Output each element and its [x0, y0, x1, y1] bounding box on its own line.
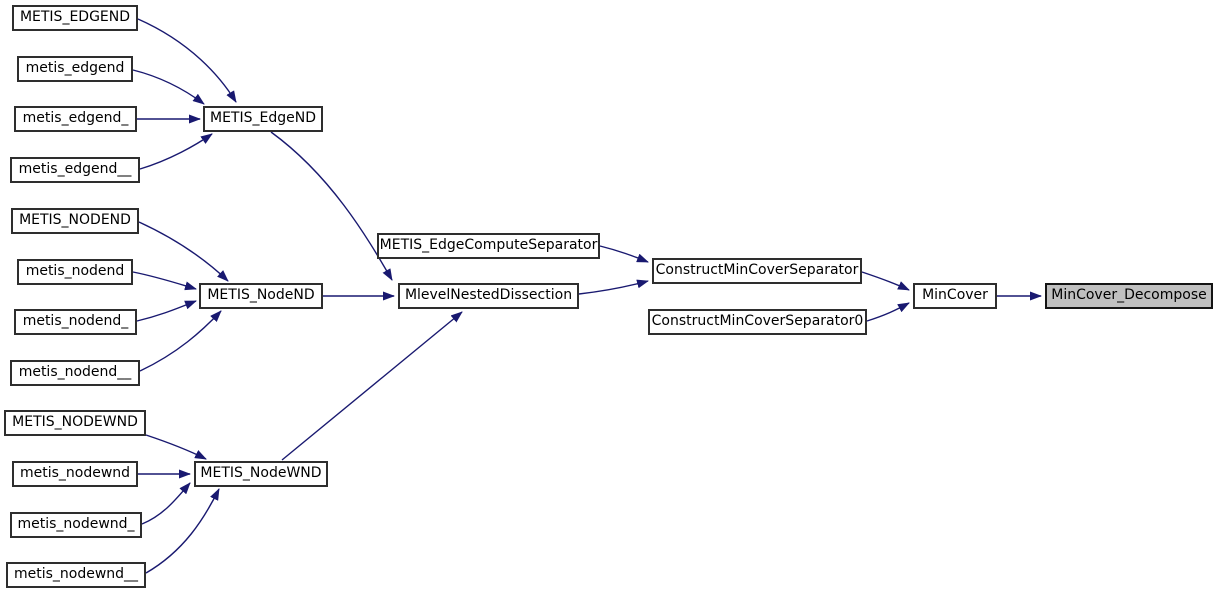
- node-label: METIS_EdgeComputeSeparator: [379, 237, 598, 253]
- node-label: METIS_NODEWND: [12, 414, 138, 430]
- node-metis_edgend__[interactable]: metis_edgend__: [10, 157, 140, 183]
- edge-METIS_NODEND-to-METIS_NodeND: [138, 221, 229, 282]
- edge-ConstructMinCoverSeparator-to-MinCover: [861, 271, 910, 291]
- node-label: metis_nodend: [25, 263, 125, 279]
- edge-metis_nodend__-to-METIS_NodeND: [139, 310, 222, 372]
- node-METIS_EDGEND[interactable]: METIS_EDGEND: [12, 5, 138, 31]
- node-metis_nodewnd__[interactable]: metis_nodewnd__: [6, 562, 146, 588]
- node-metis_nodend__[interactable]: metis_nodend__: [10, 360, 140, 386]
- node-METIS_NODEND[interactable]: METIS_NODEND: [11, 208, 139, 234]
- node-label: metis_nodend__: [18, 364, 132, 380]
- node-label: metis_edgend_: [22, 110, 129, 126]
- edge-METIS_EDGEND-to-METIS_EdgeND: [137, 18, 237, 103]
- node-metis_nodend[interactable]: metis_nodend: [17, 259, 133, 285]
- node-label: METIS_NodeND: [207, 287, 315, 303]
- edge-ConstructMinCoverSeparator0-to-MinCover: [866, 302, 910, 322]
- node-label: metis_edgend: [25, 60, 125, 76]
- node-METIS_NODEWND[interactable]: METIS_NODEWND: [4, 410, 146, 436]
- edge-metis_nodewnd__-to-METIS_NodeWND: [145, 488, 220, 574]
- node-label: METIS_NodeWND: [200, 465, 322, 481]
- edge-metis_edgend-to-METIS_EdgeND: [132, 69, 205, 105]
- node-METIS_EdgeComputeSeparator[interactable]: METIS_EdgeComputeSeparator: [377, 233, 600, 259]
- node-label: MinCover: [922, 287, 988, 303]
- node-ConstructMinCoverSeparator[interactable]: ConstructMinCoverSeparator: [652, 258, 862, 284]
- node-label: ConstructMinCoverSeparator0: [651, 313, 864, 329]
- edge-METIS_EdgeComputeSeparator-to-ConstructMinCoverSeparator: [599, 245, 649, 263]
- edge-metis_nodend_-to-METIS_NodeND: [136, 300, 197, 322]
- node-metis_edgend_[interactable]: metis_edgend_: [14, 106, 137, 132]
- node-METIS_NodeND[interactable]: METIS_NodeND: [199, 283, 323, 309]
- node-MinCover_Decompose: MinCover_Decompose: [1045, 283, 1213, 309]
- node-label: metis_nodend_: [22, 313, 129, 329]
- node-label: METIS_EdgeND: [210, 110, 316, 126]
- edge-metis_edgend__-to-METIS_EdgeND: [139, 133, 213, 170]
- node-metis_nodewnd_[interactable]: metis_nodewnd_: [10, 512, 142, 538]
- node-label: MlevelNestedDissection: [404, 287, 573, 303]
- node-METIS_EdgeND[interactable]: METIS_EdgeND: [203, 106, 323, 132]
- node-label: MinCover_Decompose: [1051, 287, 1207, 303]
- node-label: METIS_NODEND: [19, 212, 131, 228]
- node-METIS_NodeWND[interactable]: METIS_NodeWND: [194, 461, 328, 487]
- node-metis_nodewnd[interactable]: metis_nodewnd: [12, 461, 138, 487]
- node-ConstructMinCoverSeparator0[interactable]: ConstructMinCoverSeparator0: [648, 309, 867, 335]
- edge-MlevelNestedDissection-to-ConstructMinCoverSeparator: [578, 279, 649, 295]
- node-label: METIS_EDGEND: [19, 9, 131, 25]
- node-label: ConstructMinCoverSeparator: [655, 262, 859, 278]
- node-metis_edgend[interactable]: metis_edgend: [17, 56, 133, 82]
- node-label: metis_edgend__: [18, 161, 132, 177]
- node-metis_nodend_[interactable]: metis_nodend_: [14, 309, 137, 335]
- edge-METIS_NodeWND-to-MlevelNestedDissection: [281, 311, 463, 461]
- node-MinCover[interactable]: MinCover: [913, 283, 997, 309]
- edge-METIS_EdgeND-to-MlevelNestedDissection: [270, 131, 393, 281]
- node-label: metis_nodewnd: [19, 465, 131, 481]
- node-label: metis_nodewnd_: [17, 516, 135, 532]
- node-MlevelNestedDissection[interactable]: MlevelNestedDissection: [398, 283, 579, 309]
- edge-metis_nodend-to-METIS_NodeND: [132, 271, 197, 291]
- edge-METIS_NODEWND-to-METIS_NodeWND: [145, 434, 207, 460]
- node-label: metis_nodewnd__: [13, 566, 139, 582]
- edge-metis_nodewnd_-to-METIS_NodeWND: [141, 482, 191, 525]
